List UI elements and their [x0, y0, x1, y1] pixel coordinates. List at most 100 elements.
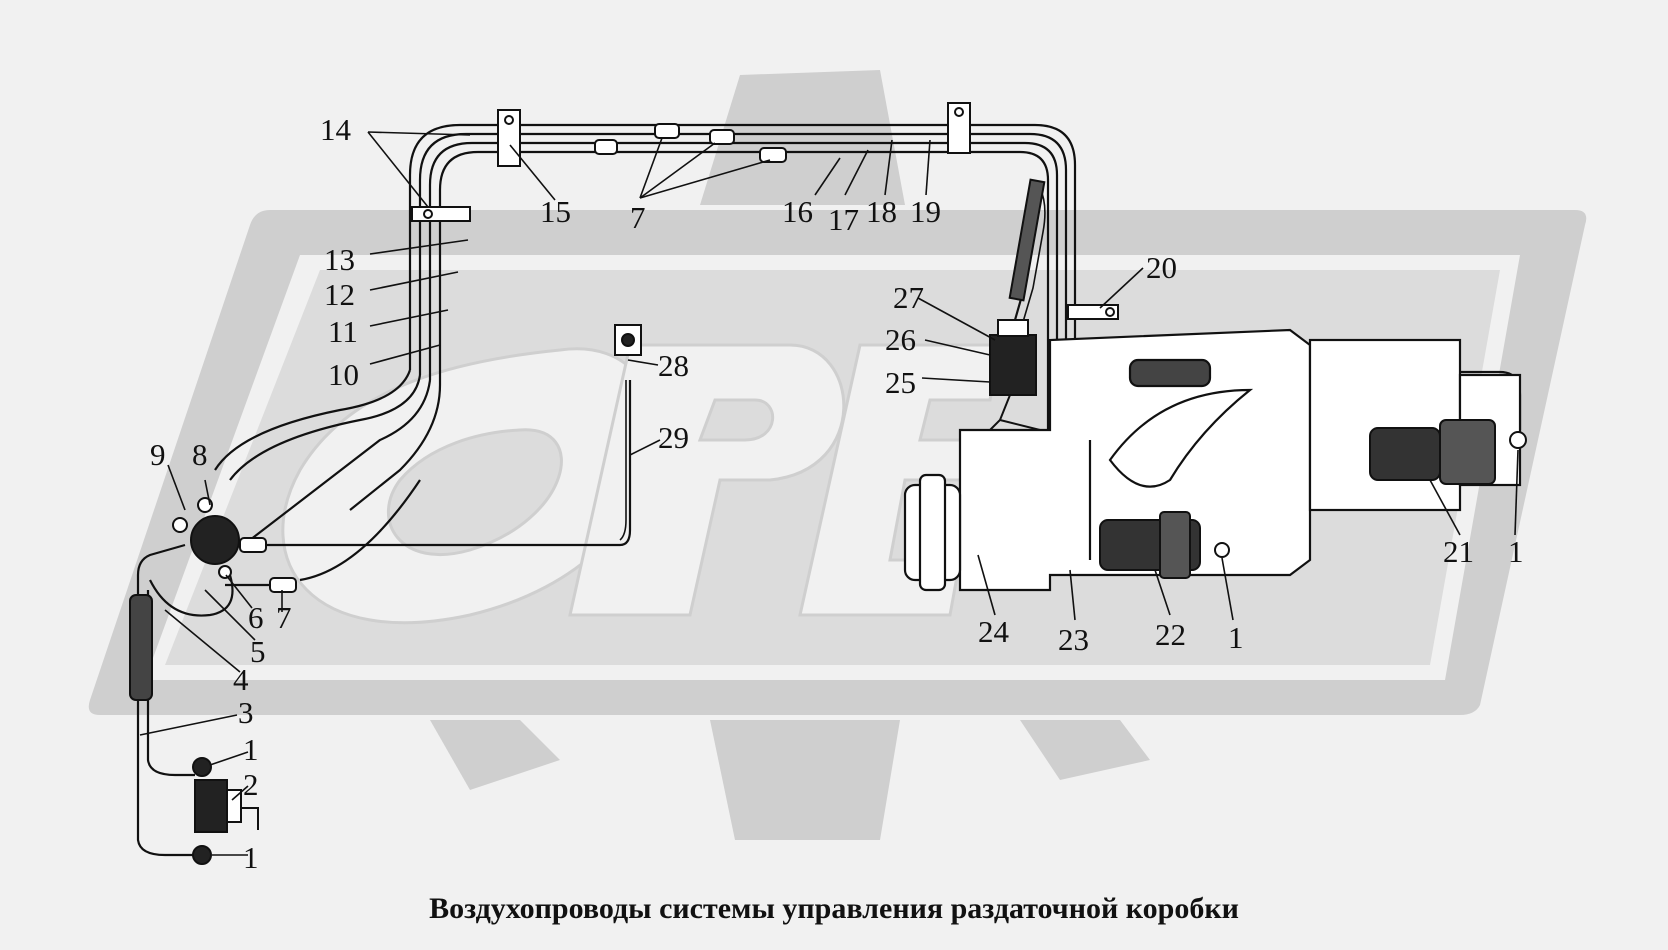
callout-1-upper: 1 [243, 732, 259, 767]
callout-24: 24 [978, 614, 1010, 649]
callout-13: 13 [324, 242, 355, 277]
clamp-14 [411, 206, 471, 222]
clamps [411, 102, 1119, 320]
socket-28-hole [621, 333, 635, 347]
pipe-top-mid1 [418, 132, 1068, 375]
pipe-29-inner [619, 380, 627, 541]
diagram-caption: Воздухопроводы системы управления раздат… [429, 892, 1239, 925]
pipe-to-29 [250, 380, 632, 547]
coupling-7-e [239, 537, 267, 553]
coupling-7-d [759, 147, 787, 163]
valve-2-side [226, 789, 242, 823]
fitting-22-1 [1214, 542, 1230, 558]
callout-22: 22 [1155, 617, 1186, 652]
callout-2: 2 [243, 767, 259, 802]
callout-16: 16 [782, 194, 813, 229]
callout-27: 27 [893, 280, 924, 315]
callout-5: 5 [250, 634, 266, 669]
coupling-7-f [269, 577, 297, 593]
cylinders [1099, 419, 1527, 579]
pipe-left-bend-4 [349, 384, 442, 511]
callout-1-lower: 1 [243, 840, 259, 875]
pipe-top-outer [408, 123, 1077, 370]
valve-2-body [194, 779, 228, 833]
clamp-15 [497, 109, 521, 167]
valve-unit-2 [129, 594, 259, 865]
callout-12: 12 [324, 277, 355, 312]
output-flange-left-2 [918, 473, 947, 592]
callout-23: 23 [1058, 622, 1089, 657]
rear-housing [1308, 338, 1462, 512]
coupling-7-b [654, 123, 680, 139]
pipe-top-mid2 [428, 141, 1059, 380]
manifold-8-body [190, 515, 240, 565]
callout-4: 4 [233, 662, 249, 697]
watermark-gear-top [700, 70, 905, 205]
callout-3: 3 [238, 695, 254, 730]
fitting-1-bottom [192, 845, 212, 865]
callout-17: 17 [828, 202, 859, 237]
callout-19: 19 [910, 194, 941, 229]
callout-10: 10 [328, 357, 359, 392]
manifold-8-port-left [172, 517, 188, 533]
clamp-19-bolt [954, 107, 964, 117]
callout-6: 6 [248, 600, 264, 635]
valve-25-lever [989, 394, 1041, 431]
watermark-gear-left [430, 720, 560, 790]
coupling-7-a [594, 139, 618, 155]
pipe-line-7b-out [299, 479, 421, 582]
watermark-gear-bottom [710, 720, 900, 840]
pipe-top-inner [438, 150, 1050, 430]
pipe-left-bend-2 [229, 374, 422, 481]
pipe-line-3 [136, 543, 195, 857]
cylinder-22-end [1159, 511, 1191, 579]
fitting-1-top [192, 757, 212, 777]
callout-29: 29 [658, 420, 689, 455]
valve-26-cap [997, 319, 1029, 337]
cylinder-21-body [1369, 427, 1441, 481]
callout-1-right: 1 [1508, 534, 1524, 569]
manifold-8-port-bottom [218, 565, 232, 579]
callout-8: 8 [192, 437, 208, 472]
filter-3 [129, 594, 153, 701]
coupling-7-c [709, 129, 735, 145]
callout-11: 11 [328, 314, 358, 349]
hose-27 [1008, 178, 1046, 302]
couplings-7 [239, 123, 787, 593]
callout-26: 26 [885, 322, 916, 357]
callout-20: 20 [1146, 250, 1177, 285]
pipe-left-bend-1 [214, 369, 412, 471]
manifold-8 [172, 497, 240, 579]
callout-15: 15 [540, 194, 571, 229]
callout-25: 25 [885, 365, 916, 400]
watermark-gear-right [1020, 720, 1150, 780]
clamp-15-bolt [504, 115, 514, 125]
cylinder-21-end [1439, 419, 1496, 485]
callout-28: 28 [658, 348, 689, 383]
clamp-20 [1067, 304, 1119, 320]
transfer-case-rib-1 [1108, 388, 1254, 488]
clamp-14-bolt [423, 209, 433, 219]
callout-7-top: 7 [630, 200, 646, 235]
fitting-21-1 [1509, 431, 1527, 449]
callout-1-case: 1 [1228, 620, 1244, 655]
pipe-loop-4-5 [149, 574, 234, 617]
pipe-line-3b [146, 590, 195, 777]
callout-18: 18 [866, 194, 897, 229]
clamp-19 [947, 102, 971, 154]
pipe-left-bend-3 [249, 379, 432, 541]
clamp-20-bolt [1105, 307, 1115, 317]
watermark-band [88, 210, 1587, 715]
callout-21: 21 [1443, 534, 1474, 569]
valve-2-lever [241, 807, 259, 830]
callout-labels: 14 15 7 16 17 18 19 13 12 11 10 20 27 26… [150, 112, 1524, 875]
hose-right [1128, 358, 1212, 388]
leader-lines [139, 131, 1519, 856]
transfer-case-housing [958, 328, 1312, 592]
socket-28 [614, 324, 642, 356]
valve-26-body [989, 334, 1037, 396]
callout-7-bottom: 7 [276, 600, 292, 635]
callout-14: 14 [320, 112, 352, 147]
valve-25-27 [989, 178, 1046, 431]
